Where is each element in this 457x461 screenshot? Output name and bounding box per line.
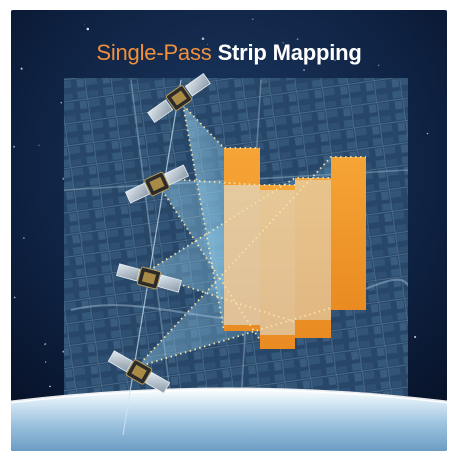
star: [201, 37, 205, 40]
star: [44, 344, 46, 346]
star: [45, 361, 47, 363]
star: [49, 385, 51, 388]
solar-panel-right: [184, 73, 211, 97]
solar-panel-right: [157, 274, 182, 293]
star: [13, 296, 16, 299]
star: [86, 27, 90, 31]
star: [252, 18, 254, 20]
star: [303, 69, 305, 71]
solar-panel-left: [147, 99, 174, 123]
strip-4: [331, 157, 366, 310]
star: [23, 237, 25, 239]
star: [44, 343, 47, 345]
earth-limb-glow: [11, 387, 447, 404]
star: [206, 43, 208, 45]
strip-mapping-diagram: [11, 10, 447, 451]
star: [377, 64, 380, 67]
solar-panel-left: [124, 182, 151, 204]
stars: [13, 18, 429, 388]
satellite-4: [107, 350, 171, 394]
strip-overlap-2: [260, 190, 295, 335]
star: [282, 42, 284, 44]
star: [355, 61, 357, 63]
satellite-3: [116, 263, 182, 293]
star: [426, 132, 429, 135]
star: [334, 59, 336, 61]
ground-strips: [224, 148, 366, 349]
satellite-2: [124, 164, 190, 204]
star: [20, 67, 23, 70]
star: [38, 144, 40, 146]
title-main: Strip Mapping: [217, 40, 362, 65]
strip-overlap-1: [224, 185, 260, 325]
satellite-1: [147, 73, 211, 123]
star: [62, 350, 65, 353]
solar-panel-left: [116, 263, 141, 282]
star: [60, 101, 63, 104]
title-prefix: Single-Pass: [96, 40, 212, 65]
earth-horizon: [11, 389, 447, 451]
city-map-image: [64, 78, 408, 396]
solar-panel-right: [144, 371, 171, 394]
star: [296, 38, 299, 40]
solar-panel-left: [107, 350, 134, 373]
star: [414, 335, 417, 339]
strip-3: [295, 178, 331, 338]
star: [84, 23, 85, 25]
star: [13, 145, 16, 148]
strip-overlap-3: [295, 180, 331, 320]
solar-panel-right: [163, 164, 190, 186]
